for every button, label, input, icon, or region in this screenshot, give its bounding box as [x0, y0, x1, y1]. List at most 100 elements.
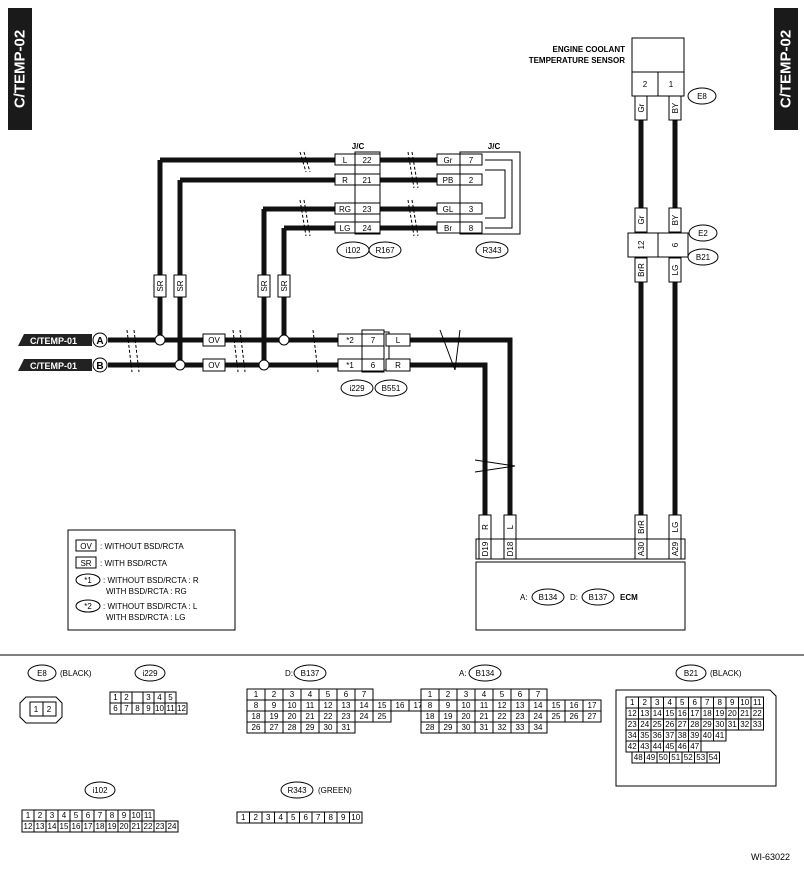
svg-text:PB: PB: [443, 176, 454, 185]
pin-number: 26: [252, 723, 261, 732]
pin-number: 4: [157, 693, 162, 702]
pin-number: 3: [290, 690, 295, 699]
pin-number: 33: [753, 720, 762, 729]
pin-number: 7: [705, 698, 710, 707]
svg-text:BY: BY: [671, 214, 680, 225]
pin-number: 12: [324, 701, 333, 710]
pin-number: 21: [306, 712, 315, 721]
jc-right-body: [459, 151, 521, 235]
svg-text:BrR: BrR: [637, 520, 646, 534]
pin-number: 3: [50, 811, 55, 820]
pin-number: 14: [653, 709, 662, 718]
ecm-pin-tags: D19 D18 A30 A29: [478, 538, 682, 560]
pin-cell: [131, 691, 144, 704]
pin-number: 13: [36, 822, 45, 831]
pin-number: 4: [308, 690, 313, 699]
pin-cell: [528, 721, 548, 734]
svg-text:i102: i102: [345, 246, 361, 255]
svg-text:22: 22: [363, 156, 372, 165]
svg-text:1: 1: [669, 80, 674, 89]
sensor-label-2: TEMPERATURE SENSOR: [529, 56, 626, 65]
svg-text:2: 2: [643, 80, 648, 89]
pin-number: 27: [588, 712, 597, 721]
pin-number: 3: [464, 690, 469, 699]
svg-text:B137: B137: [301, 669, 320, 678]
pin-number: 22: [144, 822, 153, 831]
pin-number: 6: [344, 690, 349, 699]
pin-number: 8: [254, 701, 259, 710]
svg-text:: WITHOUT BSD/RCTA : R: : WITHOUT BSD/RCTA : R: [103, 576, 199, 585]
pin-number: 23: [628, 720, 637, 729]
pin-number: 36: [653, 731, 662, 740]
pin-cell: [336, 721, 356, 734]
badge-b137: [581, 588, 615, 606]
svg-text:SR: SR: [80, 559, 91, 568]
pin-number: 16: [678, 709, 687, 718]
offpage-b: C/TEMP-01 B: [18, 357, 108, 373]
pin-number: 13: [640, 709, 649, 718]
pin-number: 10: [288, 701, 297, 710]
sensor-wire-tags: Gr BY: [634, 95, 682, 121]
svg-text:B137: B137: [589, 593, 608, 602]
offpage-a: C/TEMP-01 A: [18, 332, 108, 348]
pin-number: 14: [534, 701, 543, 710]
pin-number: 10: [351, 813, 360, 822]
pin-number: 1: [113, 693, 118, 702]
pin-cell: [750, 718, 764, 731]
pin-number: 52: [684, 753, 693, 762]
pin-number: 5: [500, 690, 505, 699]
pin-number: 25: [378, 712, 387, 721]
pin-number: 11: [144, 811, 153, 820]
svg-text:7: 7: [371, 336, 376, 345]
pin-cell: [349, 811, 363, 824]
svg-text:R: R: [481, 524, 490, 530]
pin-number: 29: [444, 723, 453, 732]
badge-r343: [475, 241, 509, 259]
svg-text:D19: D19: [481, 541, 490, 556]
svg-text:A29: A29: [671, 541, 680, 556]
break-marks: [126, 151, 419, 373]
pin-number: 25: [653, 720, 662, 729]
sensor-label-1: ENGINE COOLANT: [553, 45, 626, 54]
svg-text:i102: i102: [92, 786, 108, 795]
view-b137-badge: [293, 664, 327, 682]
e2-connector: Gr BY 12 6 BrR LG: [627, 207, 689, 283]
pin-number: 11: [753, 698, 762, 707]
ecm-connector-strip: [475, 538, 686, 560]
pin-number: 28: [426, 723, 435, 732]
pin-number: 8: [110, 811, 115, 820]
pin-number: 9: [730, 698, 735, 707]
pin-number: 4: [668, 698, 673, 707]
pin-number: 12: [24, 822, 33, 831]
pin-number: 42: [628, 742, 637, 751]
pin-number: 2: [38, 811, 43, 820]
pin-number: 40: [703, 731, 712, 740]
pin-cell: [175, 702, 188, 715]
jc-left-body: [354, 151, 381, 235]
pin-number: 6: [113, 704, 118, 713]
pin-number: 18: [96, 822, 105, 831]
pin-number: 10: [155, 704, 164, 713]
svg-text:E8: E8: [697, 92, 707, 101]
pin-number: 11: [480, 701, 489, 710]
pin-number: 21: [740, 709, 749, 718]
svg-text:L: L: [506, 524, 515, 529]
pin-number: 28: [288, 723, 297, 732]
pin-number: 7: [98, 811, 103, 820]
pin-number: 7: [124, 704, 129, 713]
pin-number: 17: [588, 701, 597, 710]
pin-number: 22: [753, 709, 762, 718]
svg-text:L: L: [343, 156, 348, 165]
pin-number: 6: [304, 813, 309, 822]
pin-number: 14: [360, 701, 369, 710]
view-b134-badge: [468, 664, 502, 682]
svg-text:12: 12: [637, 240, 646, 249]
pin-number: 44: [653, 742, 662, 751]
pin-cell: [713, 729, 727, 742]
pin-number: 1: [26, 811, 31, 820]
svg-text:B551: B551: [382, 384, 401, 393]
pin-number: 21: [480, 712, 489, 721]
pin-number: 27: [678, 720, 687, 729]
svg-text:2: 2: [469, 176, 474, 185]
pin-number: 31: [728, 720, 737, 729]
